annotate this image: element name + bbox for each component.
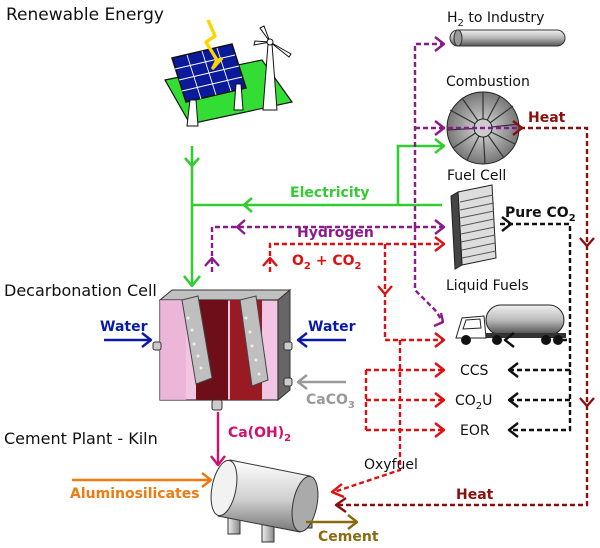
fuel-cell-icon [450, 184, 497, 270]
caco3-label: CaCO3 [306, 392, 355, 411]
oxyfuel-label: Oxyfuel [364, 457, 418, 473]
wind-turbine [253, 25, 292, 111]
electricity-label: Electricity [290, 185, 369, 201]
renewable-energy-label: Renewable Energy [6, 5, 164, 25]
fuel-cell-label: Fuel Cell [447, 168, 506, 184]
aluminosilicates-label: Aluminosilicates [70, 486, 200, 502]
water-right-label: Water [308, 319, 356, 335]
o2-co2-label: O2 + CO2 [292, 253, 362, 272]
co2-flows [500, 222, 572, 432]
renewable-energy-illustration [164, 19, 294, 127]
pure-co2-label: Pure CO2 [505, 205, 576, 224]
eor-label: EOR [460, 423, 490, 439]
ccs-label: CCS [460, 363, 489, 379]
hydrogen-flows [210, 42, 520, 323]
decarbonation-cell-label: Decarbonation Cell [4, 281, 157, 300]
cement-kiln-illustration [210, 459, 319, 543]
co2u-label: CO2U [455, 393, 492, 412]
heat-flows [336, 126, 589, 507]
caoh2-label: Ca(OH)2 [228, 425, 291, 444]
water-left-label: Water [100, 319, 148, 335]
h2-pipe [449, 29, 566, 47]
heat-top-label: Heat [528, 110, 566, 126]
liquid-fuels-label: Liquid Fuels [446, 278, 529, 294]
material-flows [72, 332, 359, 530]
hydrogen-arrowheads [204, 36, 446, 328]
cement-label: Cement [318, 529, 379, 545]
electricity-flows [182, 137, 446, 288]
hydrogen-label: Hydrogen [297, 225, 374, 241]
cement-plant-kiln-label: Cement Plant - Kiln [4, 429, 158, 448]
oxygen-co2-flows [268, 242, 444, 494]
heat-bottom-label: Heat [456, 487, 494, 503]
decarbonation-cell-illustration [152, 288, 293, 411]
co2-arrowheads [501, 216, 519, 438]
oxygen-co2-arrowheads [262, 236, 446, 499]
tanker-truck-icon [455, 304, 566, 345]
heat-arrowheads [334, 120, 595, 513]
combustion-label: Combustion [446, 74, 530, 90]
h2-to-industry-label: H2 to Industry [447, 10, 544, 29]
lightning-icon [204, 19, 224, 70]
